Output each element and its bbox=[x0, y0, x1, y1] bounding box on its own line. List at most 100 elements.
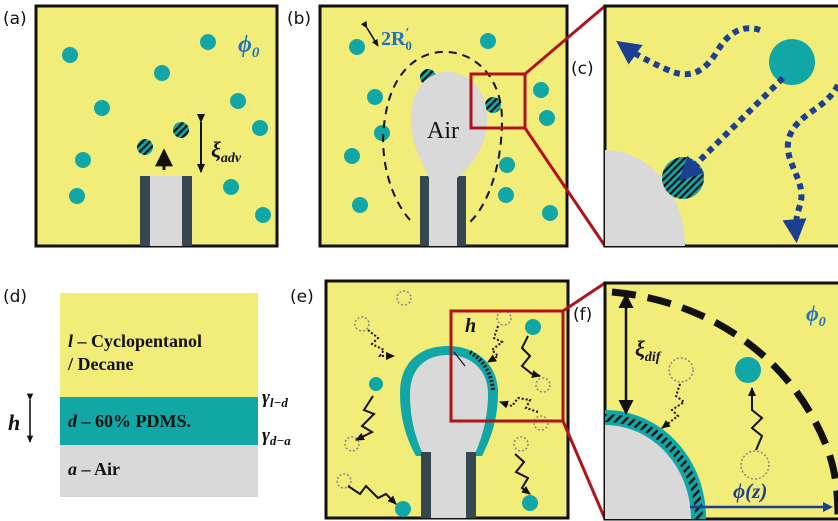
air-bubble bbox=[410, 355, 488, 456]
layer-l bbox=[60, 293, 258, 397]
particle-icon bbox=[349, 39, 365, 55]
layer-l-label: l – Cyclopentanol bbox=[68, 331, 202, 351]
layer-l-label-line2: / Decane bbox=[67, 354, 133, 374]
dotted-arrow-icon bbox=[616, 25, 761, 78]
particle-icon bbox=[533, 82, 549, 98]
particle-icon bbox=[252, 120, 268, 136]
panel-d: l – Cyclopentanol / Decane d – 60% PDMS.… bbox=[8, 293, 291, 497]
squiggle-arrow-icon bbox=[514, 453, 531, 495]
gamma-ld-label: γl−d bbox=[262, 387, 288, 410]
panel-e: h bbox=[324, 279, 570, 520]
capillary-wall-right bbox=[457, 176, 466, 246]
hatched-particle-icon bbox=[662, 157, 704, 199]
zoom-box bbox=[469, 72, 527, 130]
phi0-label: ϕ0 bbox=[238, 32, 260, 61]
squiggle-arrow-icon bbox=[520, 335, 541, 378]
particle-icon bbox=[374, 125, 390, 141]
xi-adv-label: ξadv bbox=[211, 137, 242, 166]
particle-icon bbox=[154, 65, 170, 81]
layer-a bbox=[60, 445, 258, 497]
air-label: Air bbox=[427, 118, 459, 144]
particle-icon bbox=[200, 34, 216, 50]
particle-icon bbox=[480, 33, 496, 49]
layer-d-label: d – 60% PDMS. bbox=[68, 411, 191, 431]
squiggle-arrow-icon bbox=[661, 383, 686, 429]
layer-a-label: a – Air bbox=[68, 459, 120, 479]
phi0-label: ϕ0 bbox=[806, 301, 826, 330]
hatched-particle-icon bbox=[485, 97, 501, 113]
panel-b-particles bbox=[344, 33, 558, 221]
interface-hatch bbox=[605, 414, 703, 519]
panel-c-label: (c) bbox=[571, 59, 594, 79]
particle-icon bbox=[75, 152, 91, 168]
layer-d bbox=[60, 397, 258, 445]
dashed-particle-icon bbox=[533, 415, 549, 431]
capillary-wall-right bbox=[466, 452, 476, 518]
dashed-particle-icon bbox=[344, 436, 360, 452]
particle-icon bbox=[69, 188, 85, 204]
panel-a-particles bbox=[62, 34, 271, 223]
diffusion-boundary bbox=[611, 288, 838, 519]
squiggle-arrow-icon bbox=[499, 396, 539, 413]
dashed-particle-icon bbox=[535, 377, 551, 393]
capillary-wall-left bbox=[420, 176, 429, 246]
panel-f: ξdif ϕ0 ϕ(z) bbox=[603, 281, 838, 521]
squiggle-arrow-icon bbox=[487, 325, 504, 363]
particle-icon bbox=[94, 100, 110, 116]
panel-c bbox=[603, 4, 838, 248]
panel-a-label: (a) bbox=[3, 9, 27, 29]
particle-icon bbox=[223, 179, 239, 195]
panel-a: ξadv ϕ0 bbox=[34, 4, 279, 248]
capillary-wall-left bbox=[421, 452, 431, 518]
xi-dif-label: ξdif bbox=[635, 336, 662, 365]
interface-hatch bbox=[468, 350, 495, 391]
dashed-particle-icon bbox=[513, 436, 529, 452]
particle-icon bbox=[525, 319, 541, 335]
air-bubble bbox=[411, 72, 487, 178]
panel-e-label: (e) bbox=[290, 287, 314, 307]
particle-icon bbox=[395, 501, 411, 517]
particle-icon bbox=[230, 93, 246, 109]
squiggle-arrow-icon bbox=[347, 484, 397, 505]
dotted-arrow-icon bbox=[678, 75, 786, 182]
dashed-particle-icon bbox=[740, 450, 770, 480]
squiggle-arrow-icon bbox=[748, 387, 764, 451]
hatched-particle-icon bbox=[173, 122, 189, 138]
particle-icon bbox=[499, 157, 515, 173]
air-bubble bbox=[605, 425, 691, 519]
particle-icon bbox=[369, 377, 383, 391]
particle-icon bbox=[539, 110, 555, 126]
dashed-particle-icon bbox=[396, 290, 412, 306]
particle-icon bbox=[522, 495, 538, 511]
radius-label: 2R′0 bbox=[381, 26, 412, 53]
panel-b-label: (b) bbox=[287, 9, 311, 29]
particle-icon bbox=[62, 47, 78, 63]
squiggle-arrow-icon bbox=[367, 329, 395, 360]
particle-icon bbox=[352, 197, 368, 213]
zoom-line bbox=[561, 420, 607, 520]
thickness-label: h bbox=[8, 410, 20, 435]
particle-icon bbox=[367, 89, 383, 105]
dashed-particle-icon bbox=[668, 357, 694, 383]
zoom-box bbox=[449, 309, 565, 423]
particle-icon bbox=[255, 207, 271, 223]
capillary-wall-left bbox=[140, 176, 150, 246]
air-bubble-edge bbox=[605, 150, 685, 246]
particle-icon bbox=[498, 187, 514, 203]
capillary-wall-right bbox=[182, 176, 192, 246]
particle-icon bbox=[735, 357, 761, 383]
zoom-line bbox=[523, 127, 607, 247]
thickness-marker bbox=[453, 351, 466, 367]
dashed-particle-icon bbox=[354, 316, 370, 332]
depletion-boundary bbox=[382, 50, 504, 223]
thickness-label: h bbox=[465, 315, 476, 337]
double-arrow-icon bbox=[360, 20, 379, 47]
zoom-line bbox=[562, 281, 606, 313]
squiggle-arrow-icon bbox=[355, 395, 376, 441]
dashed-particle-icon bbox=[336, 473, 352, 489]
hatched-particle-icon bbox=[137, 139, 153, 155]
panel-b: Air 2R′0 bbox=[318, 4, 569, 248]
particle-icon bbox=[542, 205, 558, 221]
panel-d-label: (d) bbox=[3, 287, 27, 307]
